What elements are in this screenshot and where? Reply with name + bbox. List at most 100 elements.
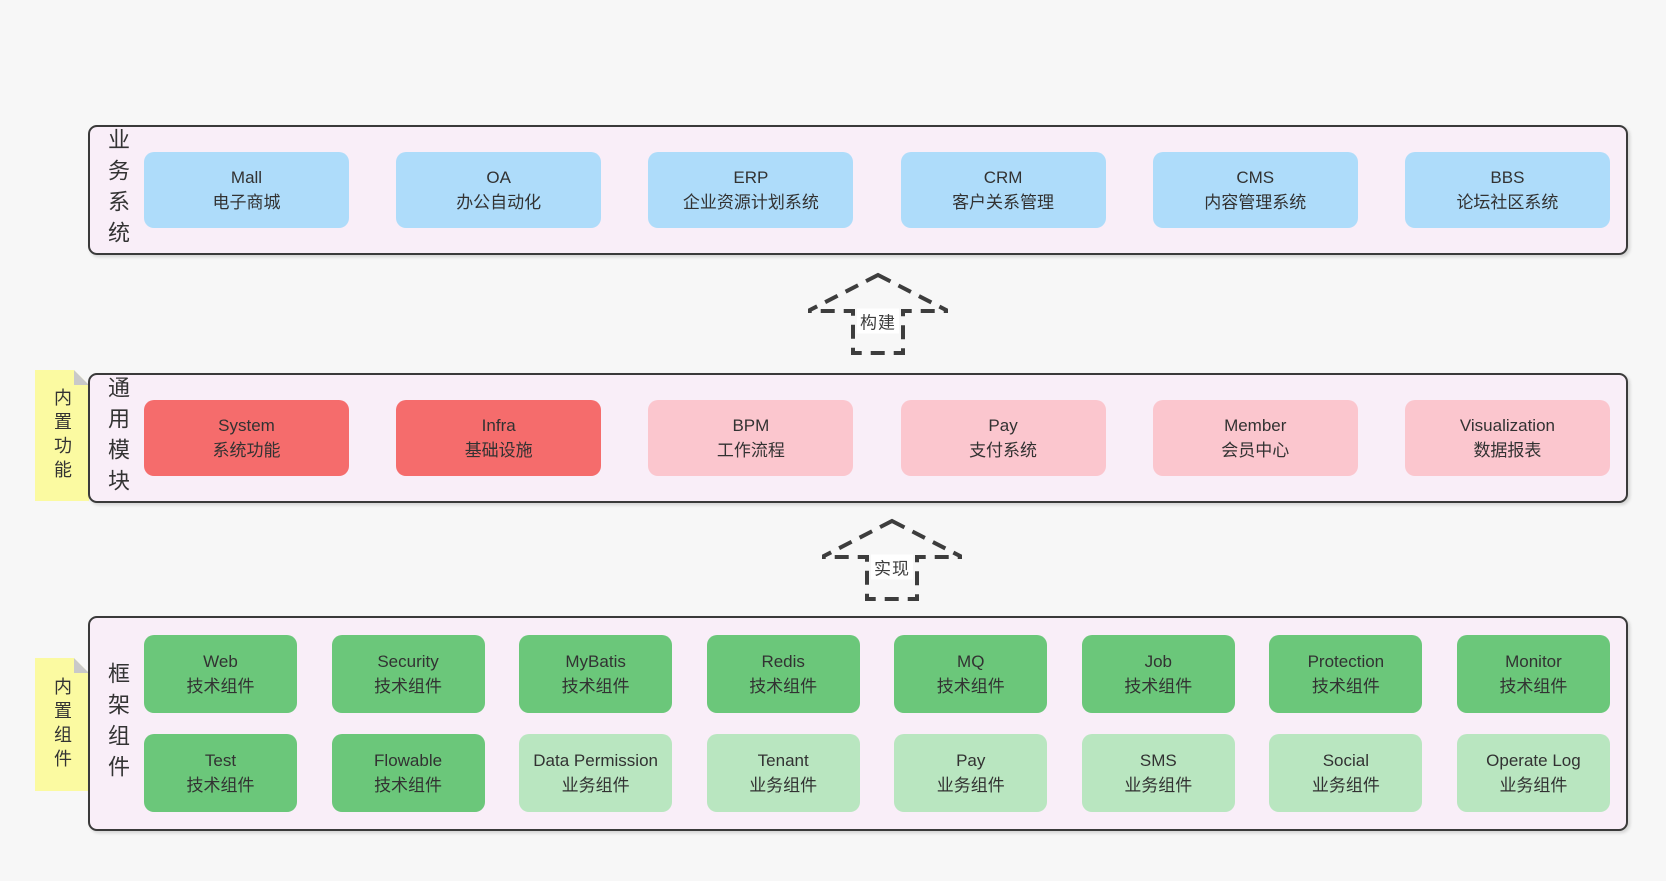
box-name: Data Permission — [533, 750, 658, 770]
box-subtitle: 内容管理系统 — [1204, 193, 1307, 212]
box-subtitle: 业务组件 — [749, 776, 818, 795]
box-subtitle: 业务组件 — [1311, 776, 1380, 795]
box-row: Mall 电子商城 OA 办公自动化 ERP 企业资源计划系统 CRM 客户关系管理 CMS 内容… — [144, 152, 1610, 228]
box-name: CMS — [1236, 167, 1275, 187]
box-subtitle: 数据报表 — [1473, 441, 1542, 460]
box-name: CRM — [983, 167, 1023, 187]
box-name: SMS — [1139, 750, 1177, 770]
box-name: BBS — [1490, 167, 1525, 187]
box-subtitle: 办公自动化 — [456, 193, 542, 212]
box-subtitle: 基础设施 — [464, 441, 533, 460]
box-subtitle: 技术组件 — [749, 677, 818, 696]
box-name: OA — [486, 167, 511, 187]
box-name: Mall — [230, 167, 263, 187]
box-mq: MQ 技术组件 — [894, 635, 1048, 713]
box-subtitle: 技术组件 — [561, 677, 630, 696]
box-pay: Pay 支付系统 — [900, 400, 1106, 476]
box-visualization: Visualization 数据报表 — [1404, 400, 1610, 476]
box-sms: SMS 业务组件 — [1081, 734, 1235, 812]
box-subtitle: 企业资源计划系统 — [682, 193, 819, 212]
box-name: MyBatis — [565, 651, 626, 671]
box-name: System — [218, 415, 275, 435]
box-subtitle: 业务组件 — [561, 776, 630, 795]
box-subtitle: 技术组件 — [1311, 677, 1380, 696]
box-test: Test 技术组件 — [144, 734, 297, 812]
box-data-permission: Data Permission 业务组件 — [519, 734, 673, 812]
box-name: Social — [1322, 750, 1370, 770]
box-infra: Infra 基础设施 — [396, 400, 602, 476]
sticky-note-label: 内置功能 — [52, 387, 72, 484]
box-name: Monitor — [1505, 651, 1562, 671]
box-name: Redis — [761, 651, 805, 671]
box-pay: Pay 业务组件 — [894, 734, 1048, 812]
section-business-systems: 业务系统 Mall 电子商城 OA 办公自动化 ERP 企业资源计划系统 CRM 客户关系管理… — [88, 125, 1628, 255]
implement-arrow: 实现 — [822, 518, 962, 602]
box-mall: Mall 电子商城 — [144, 152, 349, 228]
sticky-note-built-in-components: 内置组件 — [35, 658, 89, 791]
box-bpm: BPM 工作流程 — [648, 400, 854, 476]
box-name: Protection — [1307, 651, 1385, 671]
box-oa: OA 办公自动化 — [396, 152, 602, 228]
box-job: Job 技术组件 — [1081, 635, 1235, 713]
box-erp: ERP 企业资源计划系统 — [648, 152, 854, 228]
box-system: System 系统功能 — [144, 400, 349, 476]
box-name: Flowable — [374, 750, 443, 770]
section-side-label: 业务系统 — [90, 127, 144, 253]
box-name: Test — [204, 750, 237, 770]
up-arrow-icon — [808, 272, 948, 355]
box-redis: Redis 技术组件 — [706, 635, 860, 713]
box-rows: System 系统功能 Infra 基础设施 BPM 工作流程 Pay 支付系统 Member 会… — [144, 400, 1610, 476]
box-subtitle: 业务组件 — [936, 776, 1005, 795]
box-subtitle: 电子商城 — [212, 193, 281, 212]
section-side-label: 框架组件 — [90, 618, 144, 829]
box-subtitle: 支付系统 — [969, 441, 1038, 460]
box-subtitle: 技术组件 — [1499, 677, 1568, 696]
box-operate-log: Operate Log 业务组件 — [1456, 734, 1610, 812]
box-row: System 系统功能 Infra 基础设施 BPM 工作流程 Pay 支付系统 Member 会… — [144, 400, 1610, 476]
sticky-note-built-in-features: 内置功能 — [35, 370, 89, 501]
box-name: Infra — [481, 415, 516, 435]
section-title: 通用模块 — [105, 376, 130, 500]
box-name: MQ — [957, 651, 985, 671]
box-crm: CRM 客户关系管理 — [900, 152, 1106, 228]
sticky-note-label: 内置组件 — [52, 676, 72, 773]
box-name: Operate Log — [1486, 750, 1581, 770]
box-monitor: Monitor 技术组件 — [1456, 635, 1610, 713]
box-subtitle: 技术组件 — [1124, 677, 1193, 696]
box-subtitle: 业务组件 — [1124, 776, 1193, 795]
box-name: Job — [1144, 651, 1173, 671]
box-name: Pay — [956, 750, 986, 770]
box-subtitle: 技术组件 — [186, 677, 255, 696]
section-title: 业务系统 — [105, 128, 130, 252]
section-side-label: 通用模块 — [90, 375, 144, 501]
box-subtitle: 客户关系管理 — [952, 193, 1055, 212]
box-name: Visualization — [1459, 415, 1555, 435]
section-common-modules: 通用模块 System 系统功能 Infra 基础设施 BPM 工作流程 Pay 支付系统 Me… — [88, 373, 1628, 503]
box-subtitle: 技术组件 — [374, 776, 443, 795]
box-subtitle: 技术组件 — [936, 677, 1005, 696]
box-name: ERP — [733, 167, 769, 187]
up-arrow-icon — [822, 518, 962, 601]
box-name: Tenant — [757, 750, 809, 770]
box-subtitle: 系统功能 — [212, 441, 281, 460]
box-subtitle: 业务组件 — [1499, 776, 1568, 795]
box-name: BPM — [732, 415, 770, 435]
box-name: Pay — [988, 415, 1018, 435]
box-subtitle: 会员中心 — [1221, 441, 1290, 460]
build-arrow: 构建 — [808, 272, 948, 356]
folded-corner-icon — [74, 658, 89, 673]
box-protection: Protection 技术组件 — [1269, 635, 1423, 713]
box-rows: Mall 电子商城 OA 办公自动化 ERP 企业资源计划系统 CRM 客户关系管理 CMS 内容… — [144, 152, 1610, 228]
build-arrow-label: 构建 — [857, 308, 899, 334]
box-name: Security — [377, 651, 439, 671]
box-subtitle: 技术组件 — [186, 776, 255, 795]
box-name: Member — [1224, 415, 1287, 435]
box-subtitle: 工作流程 — [716, 441, 785, 460]
implement-arrow-label: 实现 — [871, 554, 913, 580]
